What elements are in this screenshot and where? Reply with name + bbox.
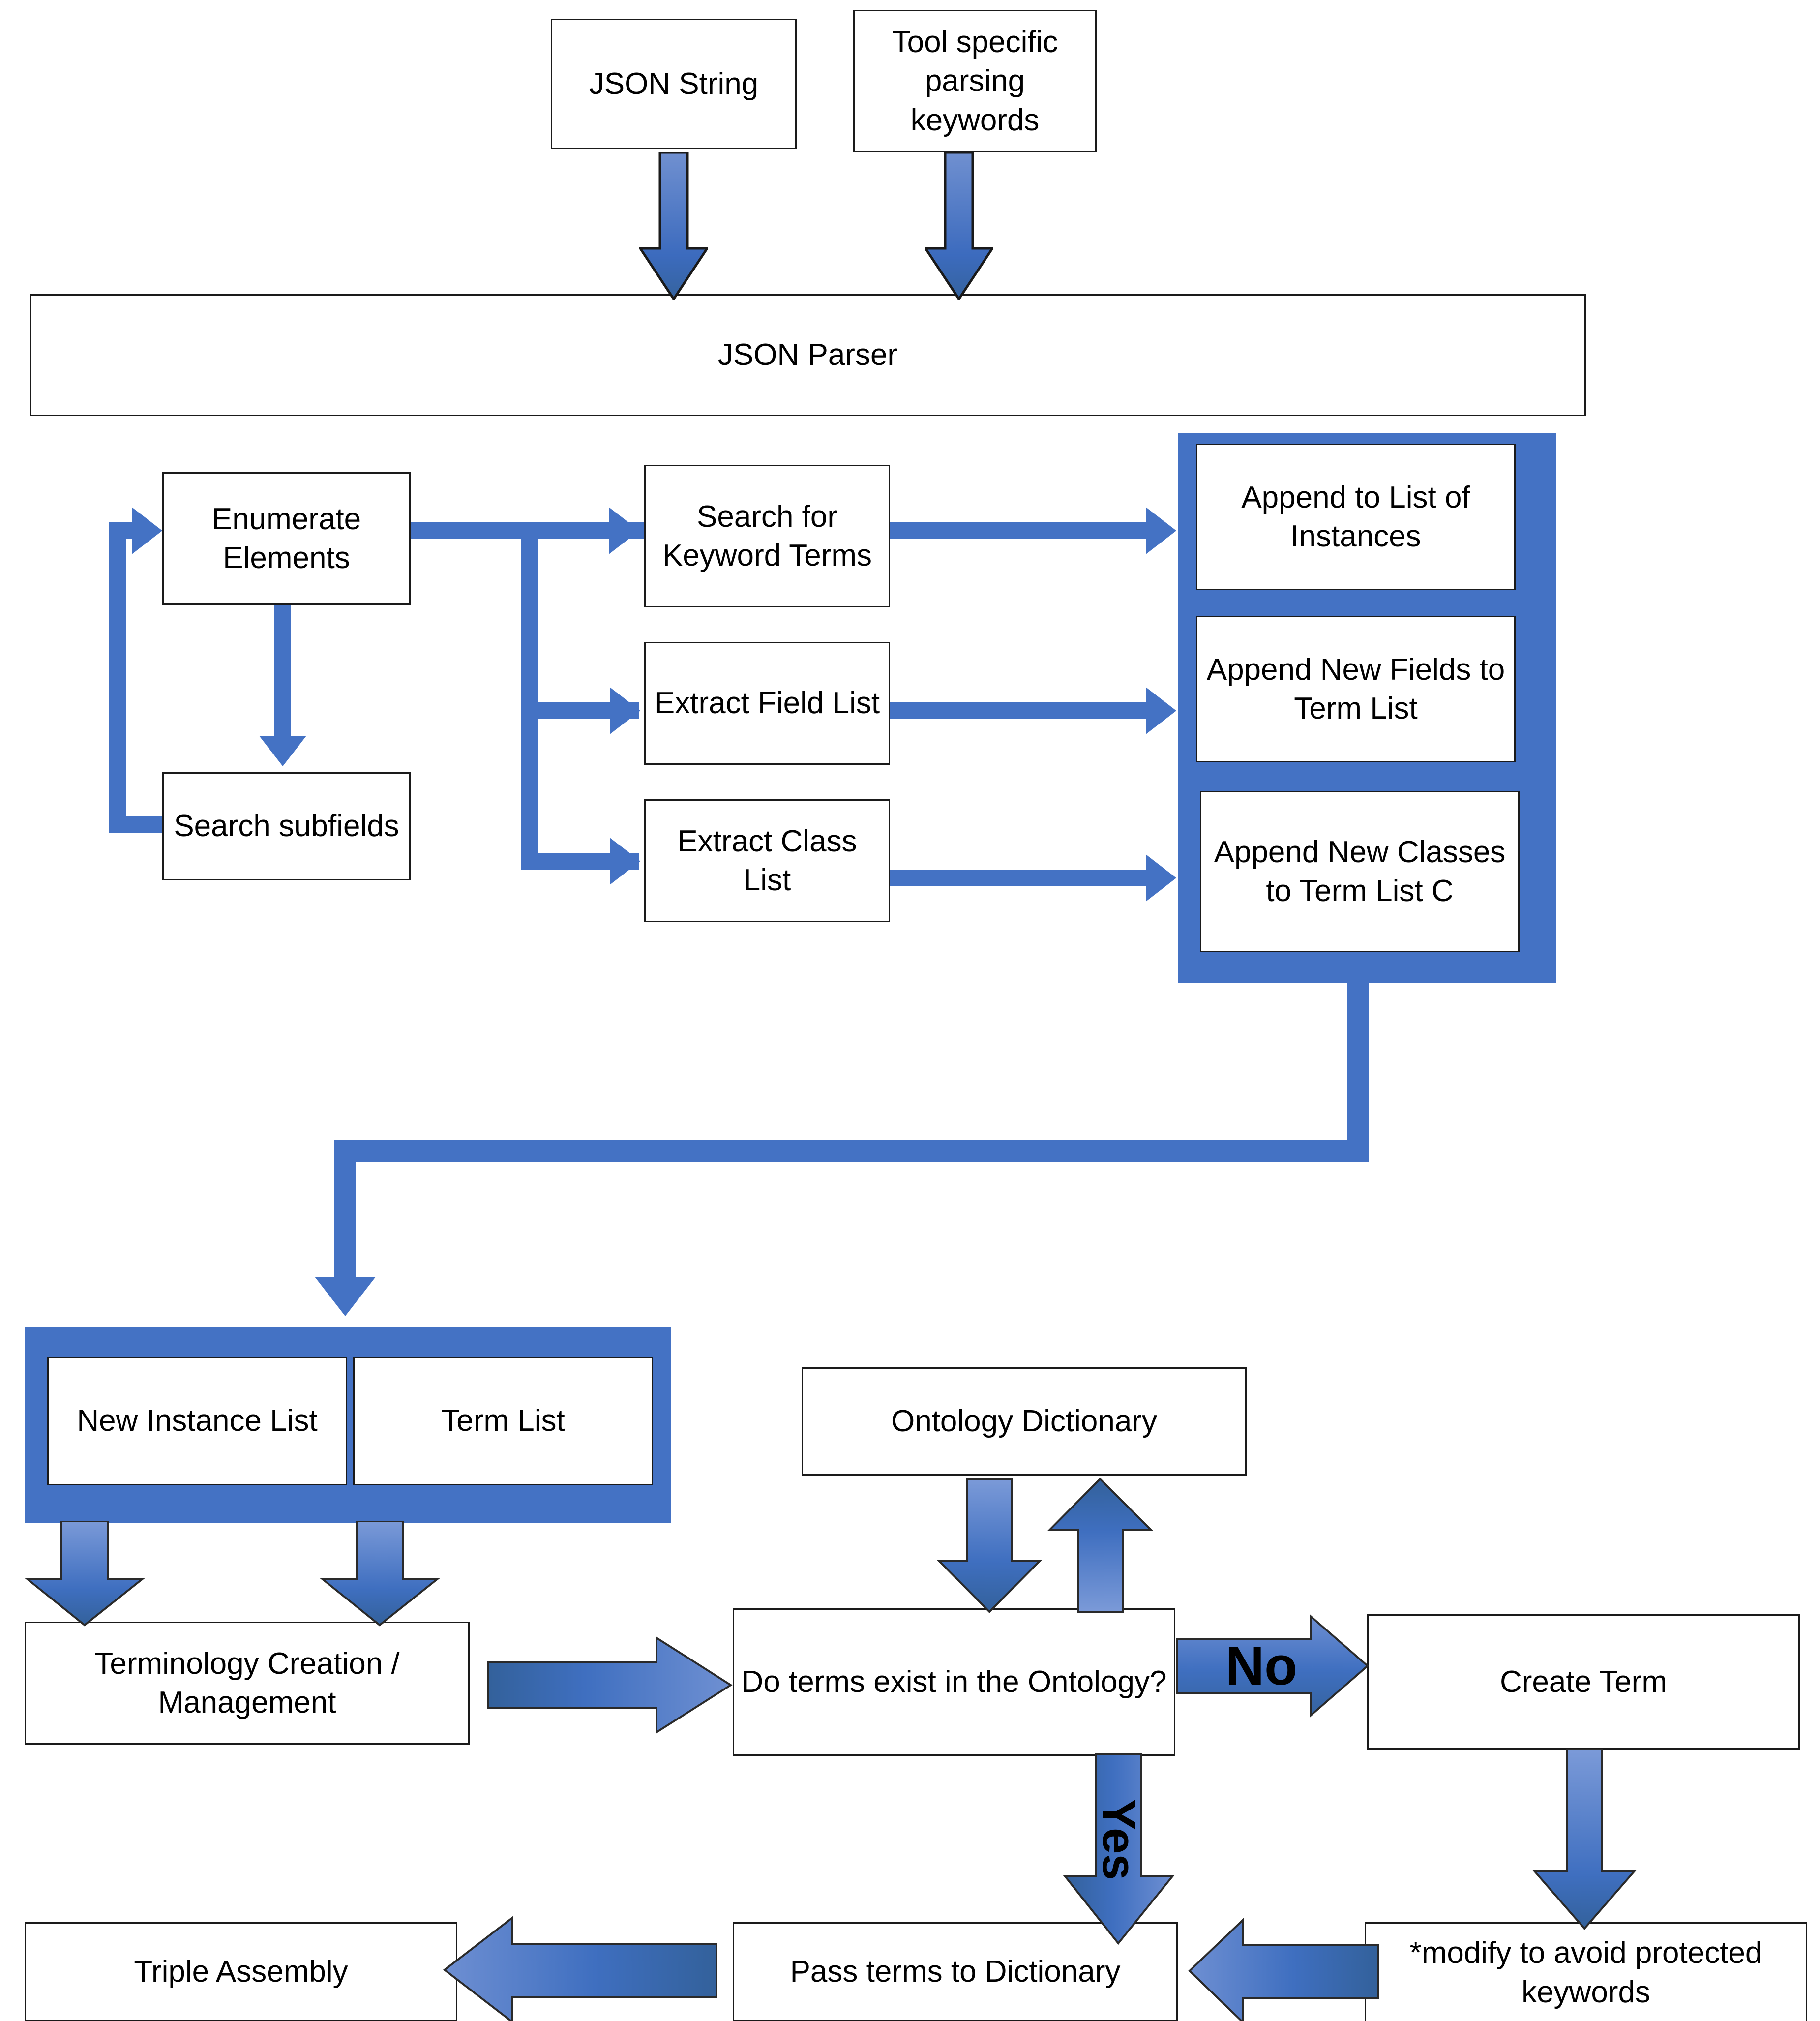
arrowhead-append-instances — [1146, 507, 1176, 554]
node-new-instance-list-label: New Instance List — [77, 1404, 318, 1438]
arrowhead-append-classes — [1146, 854, 1176, 902]
arrow-yes-to-pass-terms — [1062, 1753, 1175, 1945]
conn-keyword-to-append-instances — [890, 522, 1146, 539]
node-modify-protected[interactable]: *modify to avoid protected keywords — [1365, 1922, 1807, 2021]
arrowhead-to-extract-class — [610, 838, 640, 885]
arrowhead-enumerate-to-subfields — [259, 736, 306, 766]
node-do-terms-exist-label: Do terms exist in the Ontology? — [741, 1665, 1167, 1699]
node-enumerate-elements-label: Enumerate Elements — [211, 502, 361, 575]
conn-class-to-append-classes — [890, 870, 1146, 886]
conn-loop-left — [109, 522, 126, 833]
node-extract-class-list-label: Extract Class List — [677, 824, 857, 897]
arrowhead-to-list-group — [315, 1277, 376, 1316]
node-tool-keywords-label: Tool specific parsing keywords — [892, 25, 1058, 137]
arrow-json-string-to-parser — [639, 152, 708, 300]
node-terminology-creation-label: Terminology Creation / Management — [94, 1646, 400, 1719]
node-search-keyword-terms-label: Search for Keyword Terms — [662, 499, 872, 573]
node-new-instance-list[interactable]: New Instance List — [47, 1357, 347, 1485]
node-pass-terms[interactable]: Pass terms to Dictionary — [733, 1922, 1178, 2021]
node-json-parser[interactable]: JSON Parser — [30, 294, 1586, 416]
conn-to-list-group-down — [334, 1140, 356, 1278]
arrowhead-to-extract-field — [610, 687, 640, 734]
conn-append-group-left — [334, 1140, 1369, 1162]
node-triple-assembly[interactable]: Triple Assembly — [25, 1922, 457, 2021]
node-append-instances[interactable]: Append to List of Instances — [1196, 444, 1516, 590]
node-extract-field-list-label: Extract Field List — [654, 686, 880, 721]
node-extract-field-list[interactable]: Extract Field List — [644, 642, 890, 765]
node-json-parser-label: JSON Parser — [717, 338, 898, 372]
node-ontology-dictionary[interactable]: Ontology Dictionary — [802, 1367, 1247, 1476]
arrow-no-to-create-term — [1175, 1614, 1370, 1718]
node-pass-terms-label: Pass terms to Dictionary — [790, 1954, 1121, 1989]
arrow-tool-keywords-to-parser — [925, 152, 993, 300]
node-triple-assembly-label: Triple Assembly — [134, 1954, 348, 1989]
arrow-term-list-down — [320, 1521, 440, 1627]
node-term-list[interactable]: Term List — [353, 1357, 653, 1485]
node-tool-keywords[interactable]: Tool specific parsing keywords — [853, 10, 1097, 152]
node-ontology-dictionary-label: Ontology Dictionary — [891, 1404, 1158, 1439]
node-extract-class-list[interactable]: Extract Class List — [644, 799, 890, 922]
node-json-string-label: JSON String — [589, 66, 759, 101]
arrow-pass-terms-to-triple — [443, 1916, 718, 2021]
node-create-term[interactable]: Create Term — [1367, 1614, 1800, 1750]
arrowhead-loop-to-enumerate — [132, 507, 162, 554]
node-search-keyword-terms[interactable]: Search for Keyword Terms — [644, 465, 890, 607]
arrow-instance-list-down — [25, 1521, 145, 1627]
node-create-term-label: Create Term — [1500, 1664, 1667, 1699]
node-append-new-classes-label: Append New Classes to Term List C — [1214, 835, 1506, 908]
node-do-terms-exist[interactable]: Do terms exist in the Ontology? — [733, 1608, 1175, 1756]
node-search-subfields[interactable]: Search subfields — [162, 772, 411, 880]
conn-field-to-append-fields — [890, 702, 1146, 719]
arrow-terminology-to-decision — [487, 1636, 733, 1734]
arrow-decision-to-dictionary — [1047, 1478, 1153, 1613]
arrow-modify-to-pass-terms — [1188, 1918, 1379, 2021]
node-append-new-classes[interactable]: Append New Classes to Term List C — [1200, 791, 1520, 952]
node-search-subfields-label: Search subfields — [174, 809, 399, 844]
node-append-new-fields-label: Append New Fields to Term List — [1206, 652, 1505, 725]
node-append-new-fields[interactable]: Append New Fields to Term List — [1196, 616, 1516, 762]
conn-branch-spine — [521, 522, 538, 870]
node-term-list-label: Term List — [441, 1404, 565, 1438]
arrowhead-to-keyword-terms — [609, 507, 639, 554]
node-json-string[interactable]: JSON String — [551, 19, 797, 149]
arrow-dictionary-to-decision — [937, 1478, 1043, 1613]
conn-enumerate-to-subfields — [274, 604, 291, 737]
node-append-instances-label: Append to List of Instances — [1241, 480, 1470, 553]
arrowhead-append-fields — [1146, 687, 1176, 734]
arrow-create-term-down — [1532, 1749, 1638, 1931]
node-modify-protected-label: *modify to avoid protected keywords — [1409, 1936, 1762, 2009]
node-enumerate-elements[interactable]: Enumerate Elements — [162, 472, 411, 605]
node-terminology-creation[interactable]: Terminology Creation / Management — [25, 1622, 470, 1745]
conn-append-group-down — [1347, 981, 1369, 1151]
